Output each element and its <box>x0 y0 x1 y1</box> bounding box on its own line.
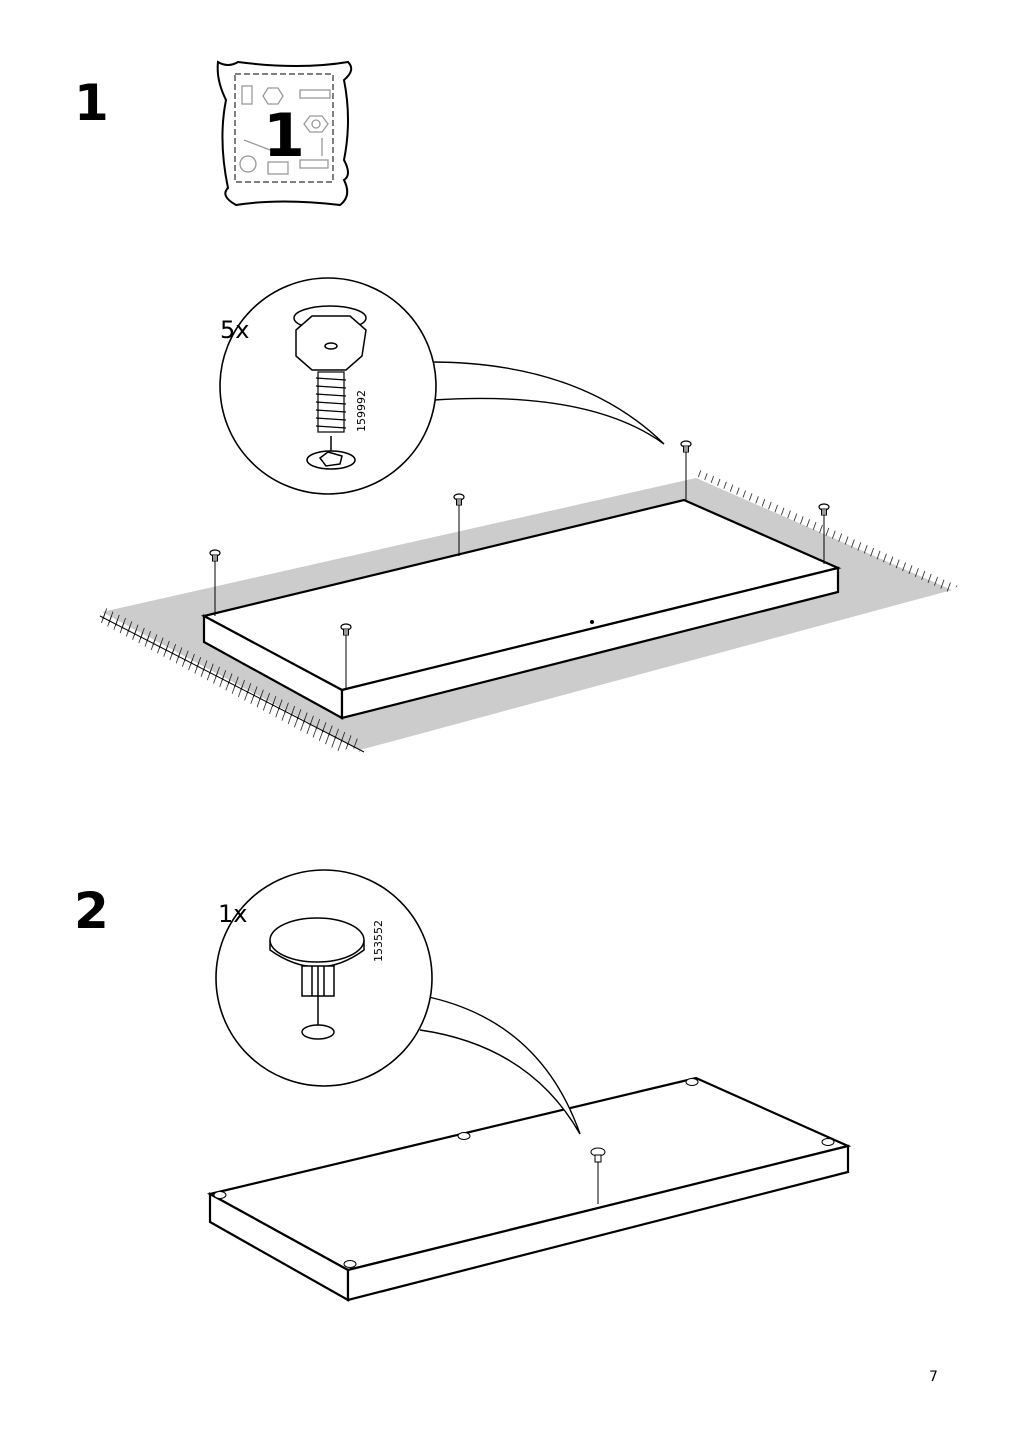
step-1-quantity: 5x <box>220 316 249 344</box>
step-2-number: 2 <box>74 882 109 940</box>
leveling-foot-icon <box>293 305 367 470</box>
step-2-part-number: 153552 <box>372 920 385 962</box>
step-2-panel <box>206 1076 852 1302</box>
step-1-leveling-feet <box>209 440 830 688</box>
glide-foot-icon <box>269 917 365 1040</box>
step-1-number: 1 <box>74 74 109 132</box>
step-1-panel <box>200 498 842 720</box>
step-2-installed-feet <box>213 1078 835 1268</box>
step-2-quantity: 1x <box>218 900 247 928</box>
page-number: 7 <box>929 1369 938 1385</box>
packet-label: 1 <box>263 101 305 171</box>
step-1-callout: 5x 159992 <box>219 277 665 495</box>
hardware-packet-icon: 1 <box>216 60 353 207</box>
step-1-part-number: 159992 <box>355 390 368 432</box>
step-2-callout: 1x 153552 <box>215 869 581 1135</box>
step-2-center-foot <box>590 1147 606 1204</box>
